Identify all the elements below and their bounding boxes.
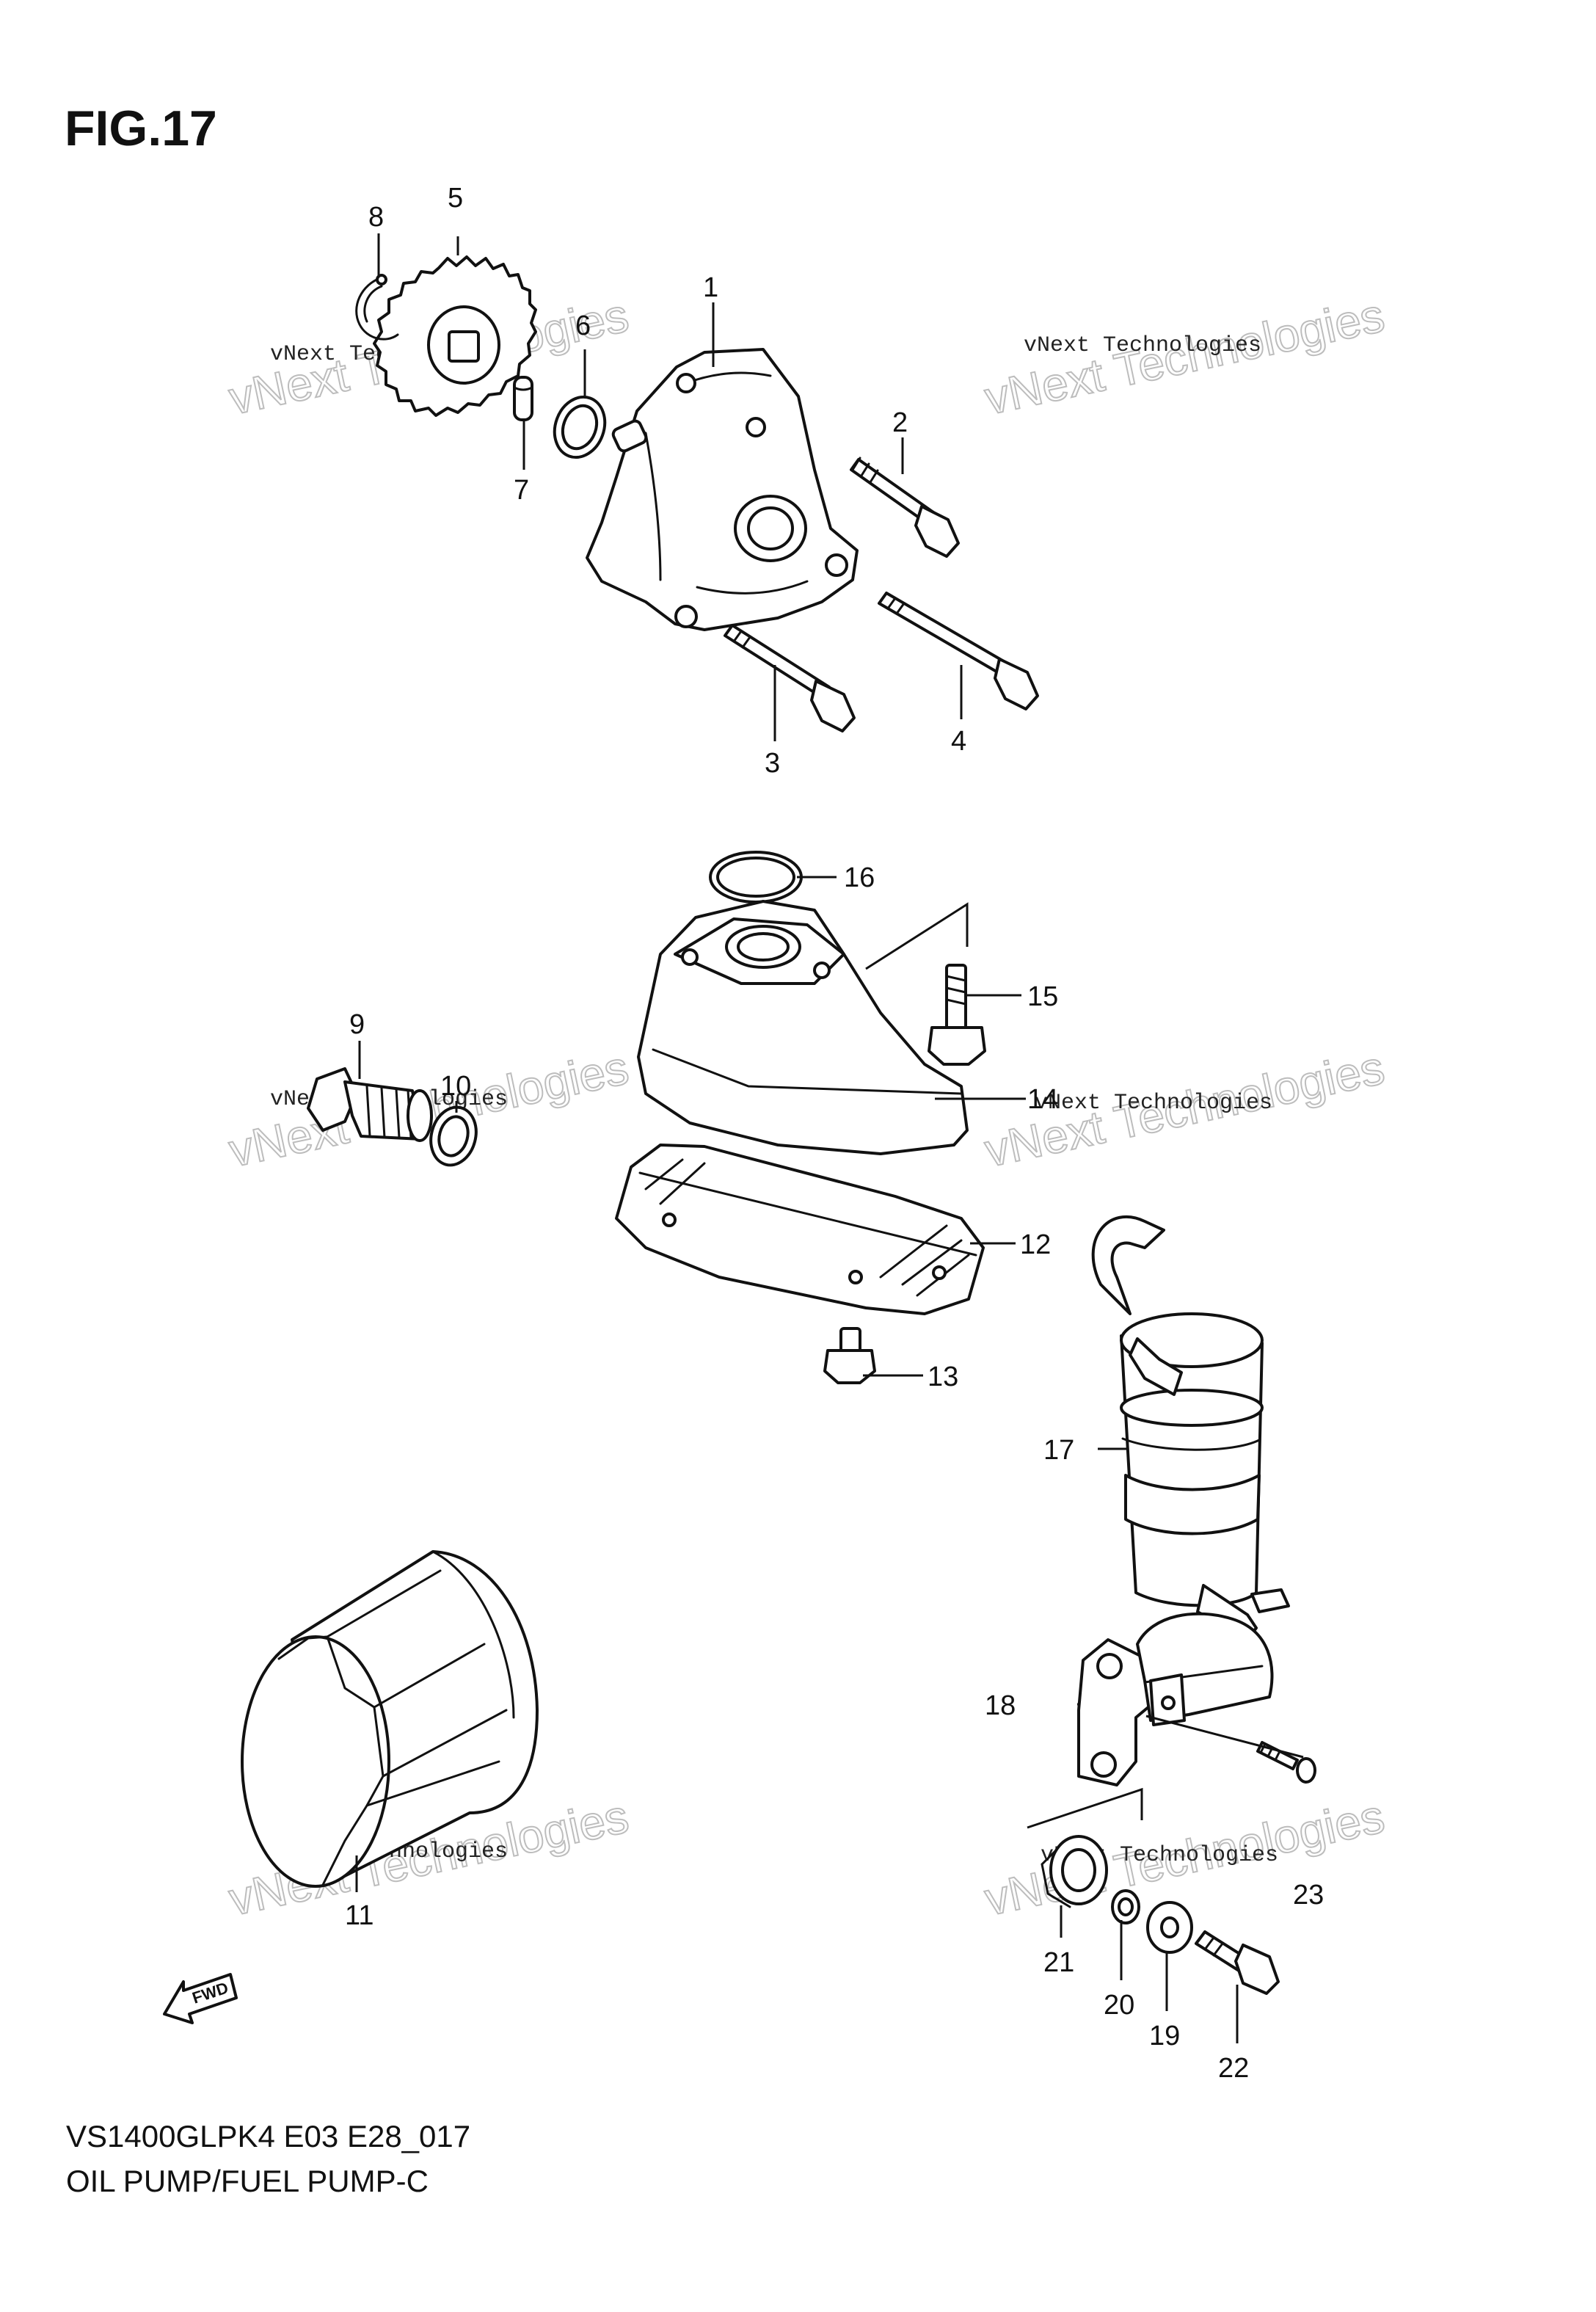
callout-15: 15	[1027, 981, 1058, 1012]
watermark: vNext Technologies vNext Technologies	[980, 288, 1390, 426]
part-6-o-ring	[553, 395, 607, 459]
figure-title: FIG.17	[65, 101, 217, 156]
svg-text:vNext Technologies: vNext Technologies	[1035, 1091, 1272, 1116]
callout-2: 2	[892, 407, 908, 438]
part-15-bolt	[928, 964, 986, 1066]
callout-19: 19	[1149, 2021, 1180, 2051]
svg-text:vNext Technologies: vNext Technologies	[1024, 333, 1261, 358]
part-17-fuel-pump	[1091, 1215, 1290, 1641]
part-5-gear	[373, 255, 537, 417]
callout-10: 10	[440, 1071, 471, 1102]
callout-1: 1	[703, 272, 718, 303]
callout-23: 23	[1293, 1880, 1324, 1911]
part-18-bracket	[1077, 1612, 1274, 1786]
callout-18: 18	[985, 1690, 1016, 1721]
part-11-oil-filter	[241, 1550, 539, 1888]
callout-16: 16	[844, 862, 875, 893]
part-7-pin	[513, 376, 533, 421]
callout-17: 17	[1043, 1435, 1074, 1466]
part-13-bolt	[823, 1327, 876, 1384]
callout-20: 20	[1104, 1990, 1134, 2021]
part-8-circlip	[355, 274, 399, 341]
figure-caption: OIL PUMP/FUEL PUMP-C	[66, 2164, 429, 2198]
part-16-o-ring	[709, 851, 803, 904]
callout-8: 8	[368, 202, 384, 233]
part-19-washer	[1146, 1901, 1193, 1954]
watermark: vNext Technologies vNext Technologies	[980, 1789, 1390, 1927]
callout-labels: 5 8 1 6 7 2 3 4 16 15 14 12 13 9 10 11 1…	[345, 183, 1324, 2084]
leader-lines	[355, 233, 1304, 2043]
callout-7: 7	[514, 475, 529, 506]
part-22-bolt	[1195, 1930, 1280, 1995]
model-code: VS1400GLPK4 E03 E28_017	[66, 2119, 470, 2153]
fwd-direction-arrow: FWD	[163, 1973, 238, 2024]
callout-5: 5	[448, 183, 463, 214]
callout-9: 9	[349, 1009, 365, 1040]
part-1-oil-pump	[586, 348, 859, 631]
callout-12: 12	[1020, 1229, 1051, 1260]
callout-22: 22	[1218, 2053, 1249, 2084]
callout-3: 3	[765, 748, 780, 779]
part-4-bolt	[878, 592, 1039, 710]
callout-21: 21	[1043, 1947, 1074, 1978]
callout-13: 13	[928, 1362, 958, 1392]
part-9-plug	[307, 1067, 433, 1142]
part-12-strainer-screen	[615, 1144, 985, 1315]
part-21-grommet	[1041, 1835, 1108, 1908]
part-2-bolt	[850, 457, 960, 558]
part-10-gasket	[429, 1105, 478, 1167]
callout-14: 14	[1027, 1084, 1058, 1115]
callout-11: 11	[345, 1900, 374, 1931]
part-3-bolt	[724, 624, 856, 733]
part-14-strainer-cover	[637, 900, 969, 1155]
part-20-collar	[1111, 1889, 1140, 1924]
callout-6: 6	[575, 310, 591, 341]
callout-4: 4	[951, 726, 966, 757]
